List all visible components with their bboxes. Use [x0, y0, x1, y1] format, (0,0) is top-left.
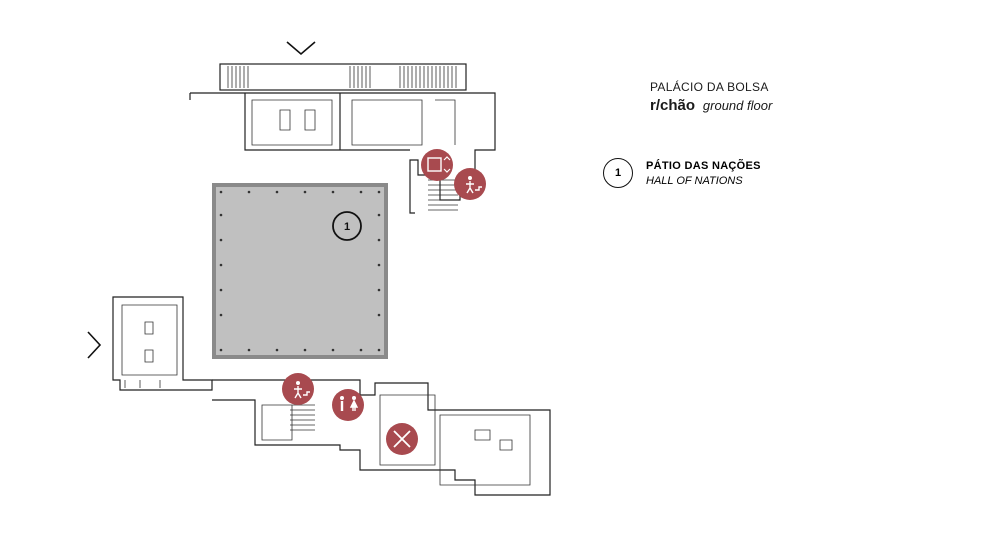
stairs-icon[interactable] [282, 373, 314, 405]
legend-name-pt: PÁTIO DAS NAÇÕES [646, 159, 761, 172]
floor-name-en: ground floor [702, 98, 773, 113]
area-marker-number: 1 [344, 221, 350, 233]
building-walls-west [112, 296, 213, 391]
restaurant-icon[interactable] [386, 423, 418, 455]
legend-item-hall-of-nations[interactable]: 1 PÁTIO DAS NAÇÕES HALL OF NATIONS [603, 158, 761, 188]
floor-name-pt: r/chão [650, 97, 696, 114]
building-walls-south [212, 379, 551, 496]
legend-number: 1 [603, 158, 633, 188]
map-legend: PALÁCIO DA BOLSA r/chão ground floor [650, 80, 772, 114]
entrance-arrow-icon[interactable] [87, 331, 102, 359]
building-walls-north [189, 63, 496, 214]
building-name: PALÁCIO DA BOLSA [650, 80, 769, 94]
toilets-icon[interactable] [332, 389, 364, 421]
elevator-icon[interactable] [421, 149, 453, 181]
entrance-arrow-icon[interactable] [286, 41, 316, 56]
floor-label: r/chão ground floor [650, 97, 772, 114]
legend-name-en: HALL OF NATIONS [646, 174, 743, 187]
stairs-icon[interactable] [454, 168, 486, 200]
hall-of-nations-courtyard[interactable]: 1 [212, 183, 388, 359]
